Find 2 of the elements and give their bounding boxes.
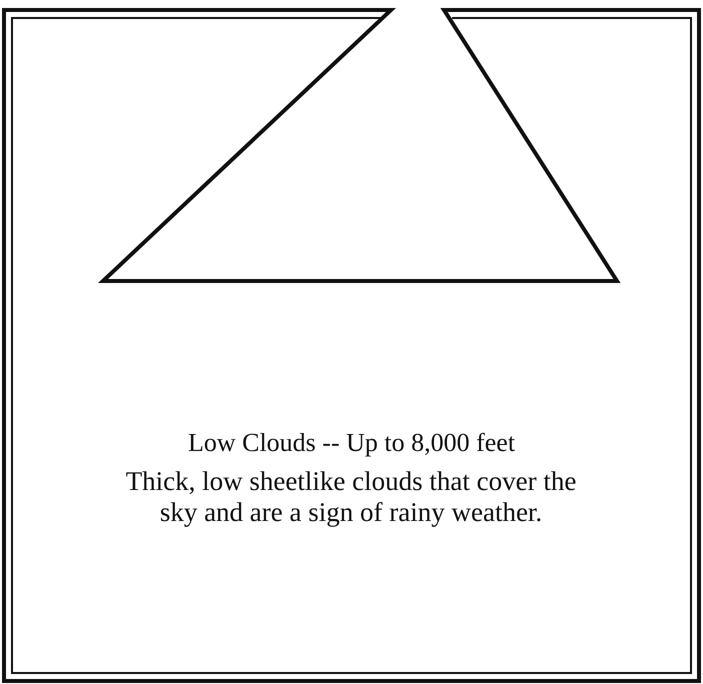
description-text: Thick, low sheetlike clouds that cover the sky and are a sign of rainy weather.	[124, 466, 578, 528]
heading-text: Low Clouds -- Up to 8,000 feet	[186, 428, 516, 458]
